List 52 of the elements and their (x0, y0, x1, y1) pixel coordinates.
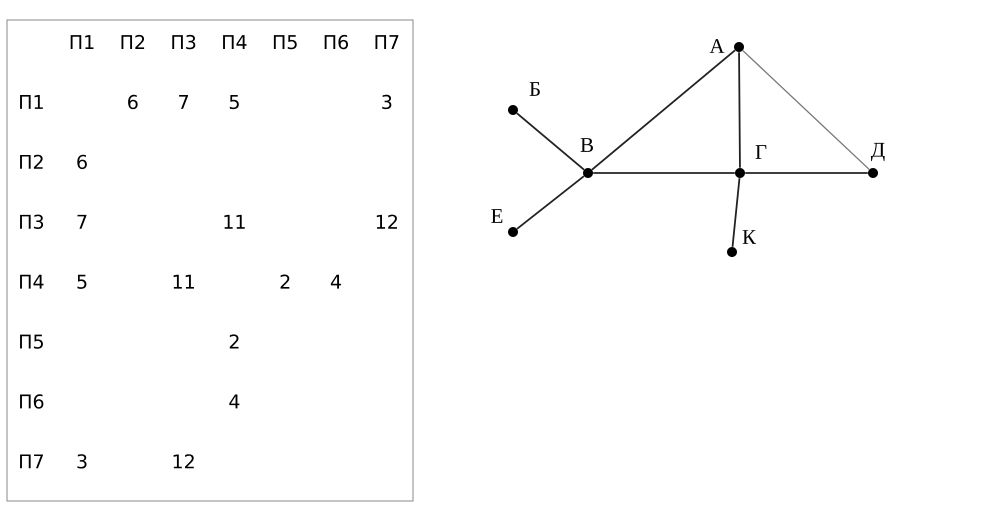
vertex-label: Б (530, 82, 540, 96)
column-heading: П1 (70, 35, 94, 49)
column-heading: П3 (172, 34, 196, 50)
vertex-dot (583, 168, 593, 178)
distance-value: 12 (174, 454, 194, 468)
vertex-dot (508, 227, 518, 237)
column-heading: П5 (274, 35, 297, 50)
distance-value: 6 (77, 154, 87, 170)
row-heading: П1 (20, 95, 43, 109)
column-heading: П4 (223, 35, 247, 49)
row-heading: П3 (20, 214, 44, 229)
vertex-label: Е (491, 209, 502, 223)
vertex-dot (735, 168, 745, 178)
vertex-dot (727, 247, 737, 257)
distance-value: 7 (179, 95, 188, 109)
graph-edge (516, 112, 585, 170)
vertex-dot (508, 105, 518, 115)
row-heading: П4 (20, 274, 44, 289)
distance-value: 7 (78, 214, 86, 229)
row-heading: П5 (20, 334, 43, 349)
graph-edge (738, 52, 741, 168)
distance-value: 6 (128, 94, 138, 110)
distance-value: 11 (224, 214, 245, 229)
graph-edge (591, 50, 736, 170)
graph-edge (742, 50, 870, 170)
distance-value: 2 (230, 334, 239, 348)
vertex-label: Г (756, 145, 766, 159)
row-heading: П2 (20, 154, 43, 169)
graph-edge (516, 176, 584, 230)
vertex-dot (734, 42, 744, 52)
graph-edge (732, 178, 740, 247)
graph-edge (593, 172, 735, 174)
vertex-label: А (710, 39, 724, 53)
column-heading: П6 (324, 34, 348, 50)
vertex-label: Д (870, 142, 885, 162)
distance-value: 4 (229, 394, 240, 408)
distance-value: 2 (280, 274, 290, 289)
graph-edge (745, 172, 868, 174)
distance-value: 5 (230, 95, 239, 110)
distance-value: 4 (330, 274, 341, 289)
distance-value: 11 (174, 274, 194, 289)
distance-value: 5 (77, 274, 86, 289)
row-heading: П7 (20, 454, 43, 468)
column-heading: П2 (122, 34, 144, 49)
column-heading: П7 (375, 35, 398, 49)
distance-value: 3 (77, 454, 87, 469)
vertex-label: К (742, 230, 756, 244)
vertex-label: В (580, 138, 593, 152)
vertex-dot (868, 168, 878, 178)
distance-value: 3 (382, 94, 392, 110)
row-heading: П6 (20, 394, 44, 409)
distance-value: 12 (376, 214, 397, 229)
